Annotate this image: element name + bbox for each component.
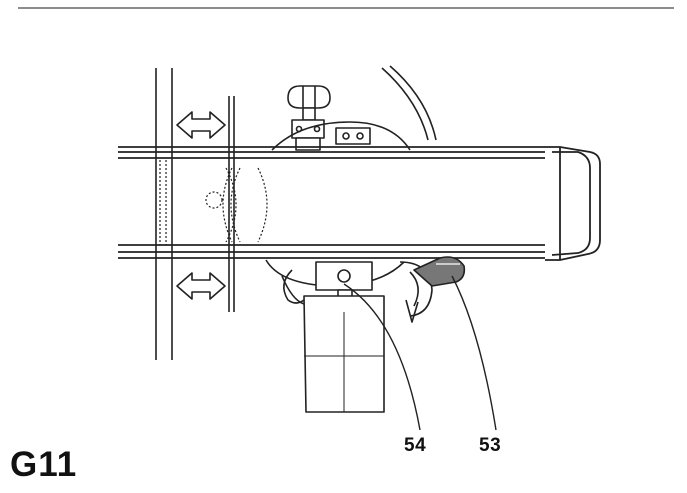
callout-53: 53: [479, 435, 502, 456]
motor-box: [303, 295, 385, 413]
leader-line-53: [451, 275, 497, 431]
machine-drawing: [118, 65, 601, 431]
double-arrow-icon-bottom: [176, 272, 226, 300]
main-beam: [118, 146, 601, 261]
callout-54: 54: [404, 435, 427, 456]
lever-handle: [413, 256, 466, 287]
double-arrow-icon-top: [176, 111, 226, 139]
leader-line-54: [343, 283, 421, 431]
guard-arc: [381, 67, 429, 141]
figure-label: G11: [10, 445, 78, 484]
motor-housing: [271, 121, 411, 151]
blade-outline: [159, 160, 268, 245]
knob-icon: [287, 85, 331, 151]
